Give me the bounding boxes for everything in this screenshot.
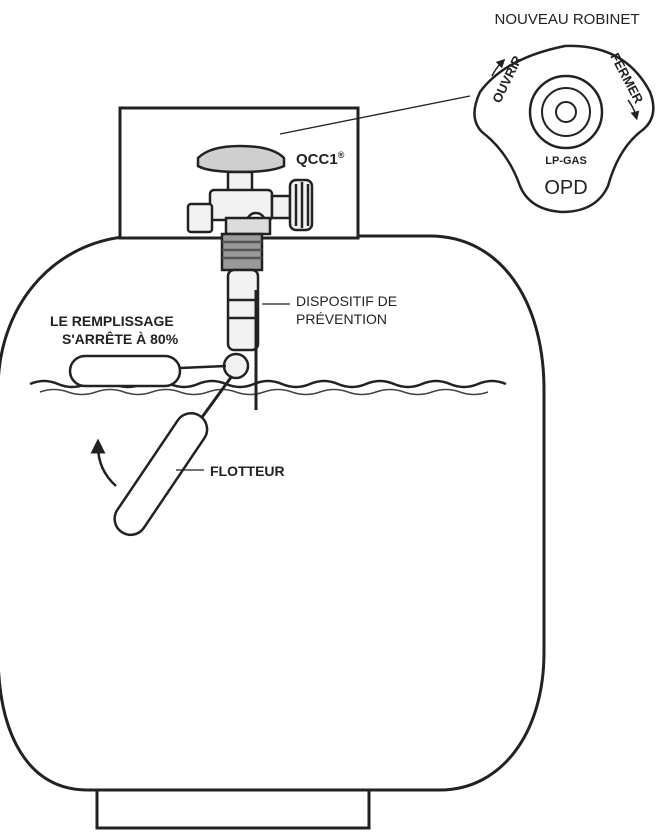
qcc-label: QCC1® bbox=[296, 150, 345, 168]
liquid-level-line-2 bbox=[39, 388, 489, 396]
knob-close-arrow bbox=[627, 99, 640, 121]
knob-lpgas-label: LP-GAS bbox=[545, 155, 587, 167]
qcc-label-text: QCC1 bbox=[296, 151, 338, 168]
horizontal-float bbox=[68, 354, 227, 388]
new-valve-label: NOUVEAU ROBINET bbox=[494, 11, 639, 28]
prevention-device-label-line1: DISPOSITIF DE bbox=[296, 293, 397, 309]
fill-stop-label-line2: S'ARRÊTE À 80% bbox=[62, 330, 179, 347]
knob-opd-label: OPD bbox=[544, 177, 587, 199]
valve-handwheel bbox=[196, 144, 286, 174]
float-assembly bbox=[113, 375, 234, 537]
valve-assembly bbox=[186, 144, 314, 410]
leader-lines bbox=[176, 95, 471, 471]
qcc-registered-mark: ® bbox=[338, 150, 345, 160]
new-valve-knob: OUVRIR FERMER LP-GAS OPD bbox=[473, 44, 655, 214]
float-label: FLOTTEUR bbox=[210, 463, 285, 479]
tank-base-ring bbox=[95, 784, 371, 830]
knob-open-arrow bbox=[491, 58, 506, 77]
fill-stop-label-line1: LE REMPLISSAGE bbox=[50, 313, 174, 329]
float-direction-arrow bbox=[90, 438, 117, 487]
prevention-device-label-line2: PRÉVENTION bbox=[296, 311, 387, 327]
